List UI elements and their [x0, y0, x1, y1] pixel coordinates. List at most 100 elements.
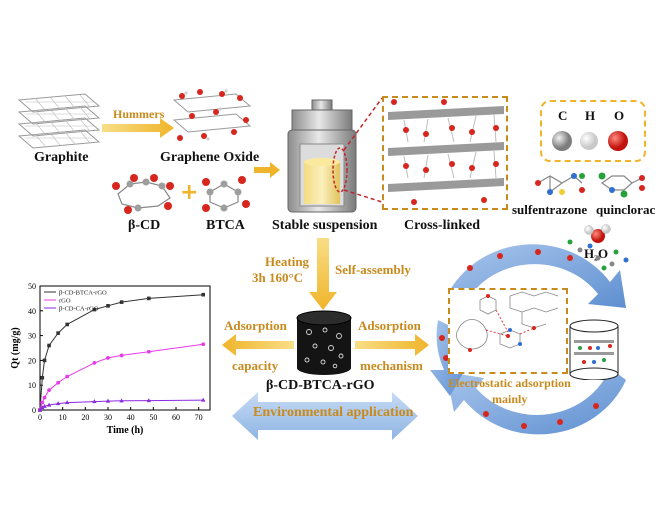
data-point — [201, 342, 206, 347]
mechanism-structure — [456, 291, 559, 352]
data-point — [56, 331, 60, 335]
adsorption-capacity-arrow — [222, 334, 294, 356]
sulfentrazone-label: sulfentrazone — [512, 202, 588, 217]
mechanism-label: mechanism — [360, 358, 423, 373]
data-point — [201, 397, 206, 402]
data-point — [146, 398, 151, 403]
oxygen-sphere — [608, 131, 628, 151]
data-point — [42, 395, 47, 400]
legend-label: rGO — [59, 298, 71, 305]
quinclorac-label: quinclorac — [596, 202, 656, 217]
x-tick-label: 40 — [127, 413, 135, 422]
data-point — [55, 401, 61, 406]
x-tick-label: 50 — [149, 413, 157, 422]
electrostatic-line-2: mainly — [492, 392, 528, 406]
data-point — [47, 343, 51, 348]
data-point — [40, 375, 45, 380]
atom-c-label: C — [558, 108, 568, 123]
y-tick-label: 20 — [28, 356, 36, 365]
adsorption-right-label: Adsorption — [358, 318, 421, 333]
hummers-label: Hummers — [113, 107, 165, 121]
data-point — [106, 304, 110, 308]
cross-linked-box — [382, 96, 508, 210]
sulfentrazone-molecule — [535, 173, 585, 195]
y-tick-label: 10 — [28, 381, 36, 390]
water-label: H₂O — [584, 246, 609, 261]
beta-cd-molecule — [112, 174, 174, 214]
product-label: β-CD-BTCA-rGO — [266, 378, 375, 393]
data-point — [201, 292, 205, 297]
electrostatic-line-1: Electrostatic adsorption — [448, 376, 571, 390]
stable-suspension-label: Stable suspension — [272, 218, 378, 233]
environmental-application-arrow — [232, 392, 418, 440]
data-point — [42, 403, 47, 408]
data-point — [56, 380, 61, 385]
environmental-label: Environmental application — [253, 405, 414, 420]
graphite-illustration — [17, 93, 101, 149]
data-point — [92, 360, 97, 365]
conditions-label: 3h 160°C — [252, 270, 304, 285]
plus-sign: + — [180, 180, 199, 205]
x-tick-label: 10 — [59, 413, 67, 422]
x-axis-label: Time (h) — [107, 425, 144, 436]
data-point — [65, 322, 69, 327]
cross-linked-label: Cross-linked — [404, 218, 480, 233]
data-point — [92, 399, 97, 404]
data-point — [146, 349, 151, 354]
mechanism-detail-box — [448, 288, 568, 374]
data-point — [42, 358, 47, 363]
atom-o-label: O — [614, 108, 625, 123]
heating-label: Heating — [265, 254, 310, 269]
capacity-label: capacity — [232, 358, 279, 373]
atom-legend-box — [540, 100, 646, 162]
legend-label: β-CD-CA-rGO — [59, 306, 99, 313]
atom-spheres — [552, 131, 628, 151]
hummers-arrow — [102, 118, 174, 138]
quinclorac-molecule — [598, 172, 645, 198]
product-cylinder — [296, 310, 352, 375]
btca-molecule — [202, 176, 250, 212]
legend-label: β-CD-BTCA-rGO — [59, 290, 107, 297]
zoom-callout-lines — [332, 97, 383, 203]
graphene-oxide-illustration — [172, 89, 252, 141]
graphite-label: Graphite — [34, 150, 89, 165]
loaded-adsorbent-cylinder — [569, 319, 619, 380]
data-point — [40, 405, 45, 410]
y-tick-label: 40 — [28, 307, 36, 316]
data-point — [92, 307, 97, 312]
x-tick-label: 20 — [81, 413, 89, 422]
data-point — [106, 356, 110, 360]
go-to-reactor-arrow — [254, 162, 280, 178]
data-point — [105, 398, 111, 403]
self-assembly-arrow — [309, 238, 337, 310]
btca-label: BTCA — [206, 218, 245, 233]
y-axis-label: Qt (mg/g) — [10, 327, 21, 368]
graphene-oxide-label: Graphene Oxide — [160, 150, 260, 165]
cross-linked-structure — [388, 99, 504, 205]
x-tick-label: 0 — [38, 413, 42, 422]
self-assembly-label: Self-assembly — [335, 262, 411, 277]
adsorption-mechanism-arrow — [355, 334, 429, 356]
data-point — [147, 296, 151, 301]
x-tick-label: 30 — [104, 413, 112, 422]
data-point — [40, 400, 45, 405]
x-tick-label: 60 — [172, 413, 180, 422]
data-point — [37, 407, 43, 412]
data-point — [65, 400, 70, 405]
hydrogen-sphere — [580, 132, 598, 150]
plot-frame — [39, 285, 211, 411]
data-point — [119, 353, 124, 358]
carbon-sphere — [552, 131, 572, 151]
water-molecule — [584, 224, 611, 243]
x-tick-label: 70 — [195, 413, 203, 422]
data-point — [65, 374, 70, 379]
data-point — [119, 398, 124, 403]
y-tick-label: 30 — [28, 332, 36, 341]
atom-h-label: H — [585, 108, 596, 123]
data-point — [46, 402, 52, 407]
y-tick-label: 0 — [32, 406, 36, 415]
data-point — [47, 388, 51, 393]
beta-cd-label: β-CD — [128, 218, 161, 233]
data-point — [119, 300, 124, 304]
